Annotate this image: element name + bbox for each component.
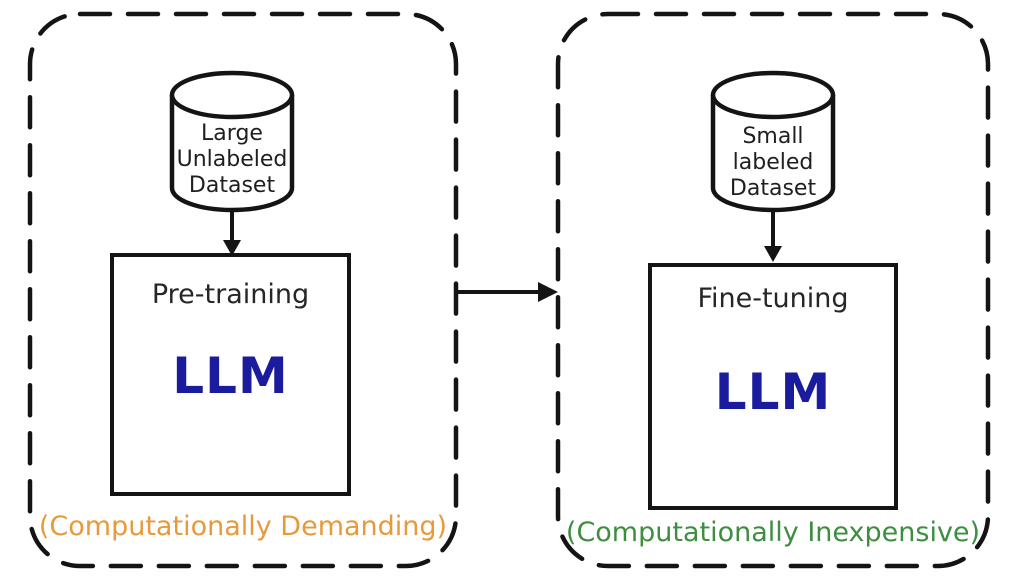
large-dataset-cylinder-icon: [169, 70, 295, 213]
finetuning-panel-border: [555, 11, 991, 569]
pretraining-caption: (Computationally Demanding): [38, 511, 448, 542]
arrow-dataset-to-finetuning: [764, 208, 782, 262]
large-dataset-label: Large Unlabeled Dataset: [176, 121, 288, 198]
pretraining-box: Pre-training LLM: [110, 253, 351, 496]
pretraining-title: Pre-training: [151, 279, 310, 310]
small-dataset-cylinder-icon: [710, 70, 836, 213]
pretraining-llm-label: LLM: [172, 347, 289, 405]
pretraining-panel-border: [27, 11, 459, 569]
finetuning-llm-label: LLM: [714, 363, 832, 421]
arrow-dataset-to-pretraining: [223, 208, 241, 256]
small-dataset-label: Small labeled Dataset: [729, 124, 817, 201]
finetuning-box: Fine-tuning LLM: [648, 263, 898, 510]
finetuning-caption: (Computationally Inexpensive): [565, 517, 981, 548]
arrow-pretraining-to-finetuning: [458, 282, 558, 302]
finetuning-title: Fine-tuning: [697, 283, 849, 314]
